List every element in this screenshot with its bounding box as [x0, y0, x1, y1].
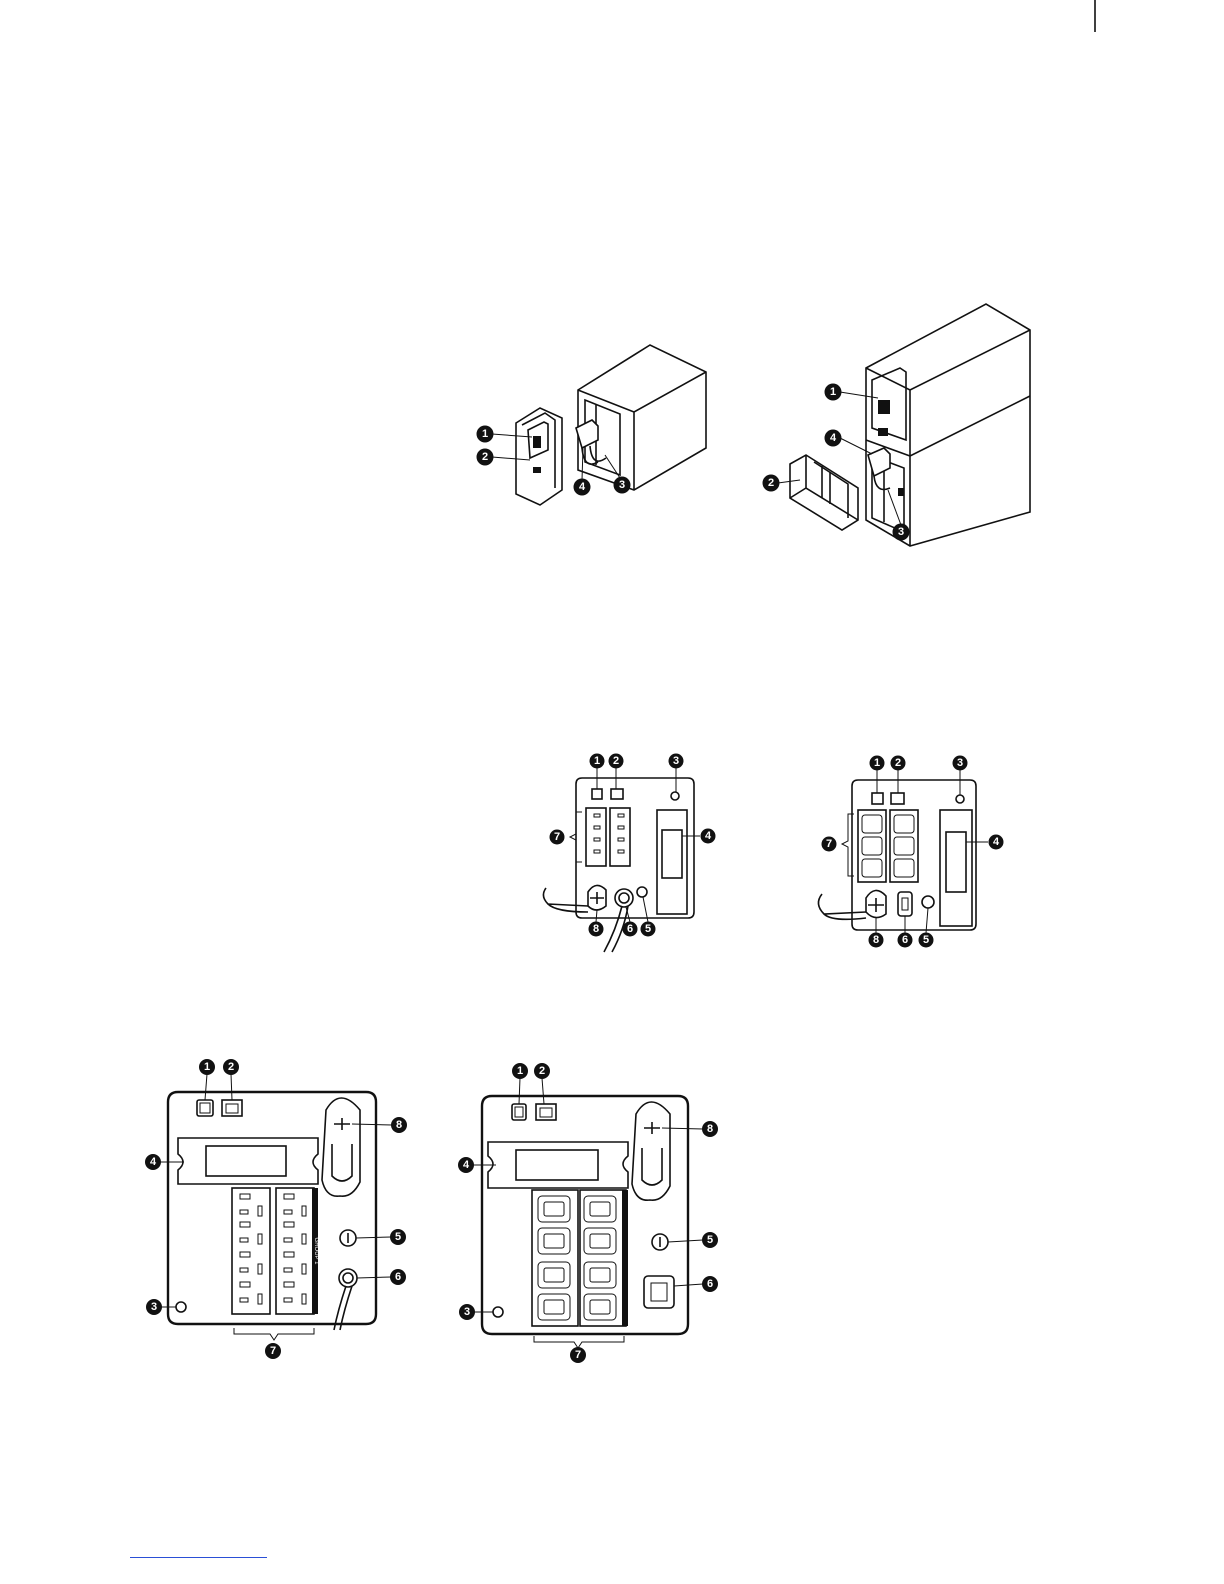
outlet-group-label: GROUP 1 — [313, 1238, 319, 1266]
callout-label: 1 — [830, 386, 836, 398]
callout-label: 3 — [464, 1306, 470, 1318]
outlet-group-bar — [622, 1190, 628, 1326]
callout-label: 1 — [204, 1061, 210, 1073]
callout-label: 1 — [874, 757, 880, 769]
callout-label: 3 — [619, 479, 625, 491]
callout-label: 1 — [517, 1065, 523, 1077]
callout-label: 6 — [707, 1278, 713, 1290]
callout-label: 8 — [873, 934, 879, 946]
callout-label: 3 — [151, 1301, 157, 1313]
figure-rear-large-nema: GROUP 1 — [168, 1092, 376, 1330]
callout-label: 1 — [594, 755, 600, 767]
callout-label: 7 — [270, 1345, 276, 1357]
callout-label: 6 — [395, 1271, 401, 1283]
figure-rear-large-iec — [482, 1096, 688, 1334]
callout-label: 4 — [830, 432, 837, 444]
callout-label: 3 — [898, 526, 904, 538]
figure-rear-small — [543, 778, 694, 952]
callout-label: 2 — [228, 1061, 234, 1073]
callout-label: 3 — [957, 757, 963, 769]
callout-label: 2 — [768, 477, 774, 489]
callout-label: 4 — [150, 1156, 157, 1168]
callout-label: 5 — [707, 1234, 713, 1246]
callout-label: 5 — [645, 923, 651, 935]
ups-tower-body — [866, 304, 1030, 546]
callout-label: 7 — [575, 1349, 581, 1361]
callout-label: 6 — [627, 923, 633, 935]
callout-label: 2 — [539, 1065, 545, 1077]
figure-rear-medium — [818, 780, 976, 930]
callout-label: 8 — [707, 1123, 713, 1135]
callout-label: 7 — [554, 831, 560, 843]
callout-label: 8 — [396, 1119, 402, 1131]
ups-body — [578, 345, 706, 490]
callout-label: 2 — [613, 755, 619, 767]
callout-label: 4 — [579, 481, 586, 493]
callout-label: 4 — [463, 1159, 470, 1171]
callout-label: 4 — [705, 830, 712, 842]
callout-label: 1 — [482, 428, 488, 440]
figure-front-small-ups — [516, 345, 706, 505]
footnote-rule — [130, 1557, 267, 1558]
callout-label: 2 — [482, 451, 488, 463]
callout-label: 5 — [923, 934, 929, 946]
callout-label: 2 — [895, 757, 901, 769]
callout-label: 3 — [673, 755, 679, 767]
callout-label: 4 — [993, 836, 1000, 848]
figure-front-tower-ups — [790, 304, 1030, 546]
callout-label: 8 — [593, 923, 599, 935]
callout-label: 6 — [902, 934, 908, 946]
callout-label: 5 — [395, 1231, 401, 1243]
callout-label: 7 — [826, 838, 832, 850]
